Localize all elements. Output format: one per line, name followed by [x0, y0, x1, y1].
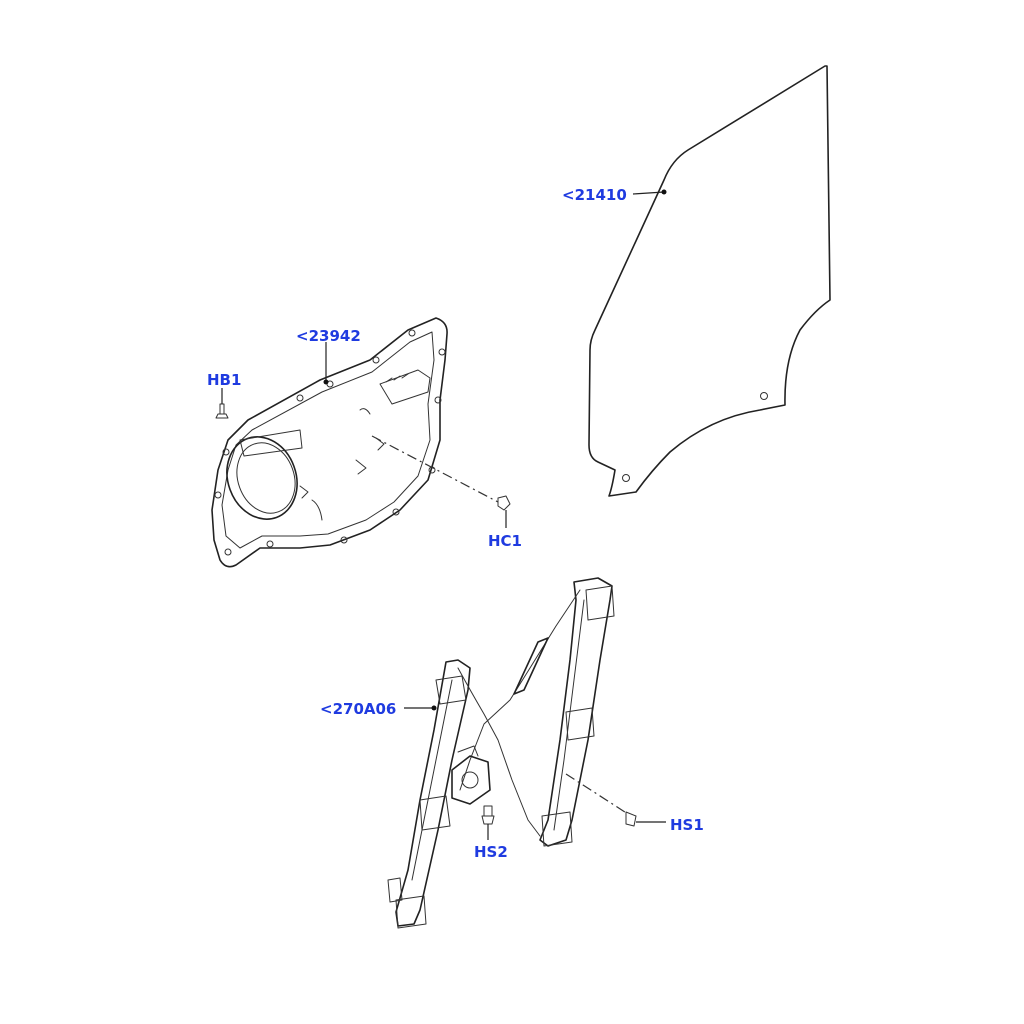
regulator-callout[interactable]: <270A06 [320, 700, 437, 718]
door-module-panel[interactable] [211, 317, 448, 568]
clip-hc1[interactable]: HC1 [371, 435, 522, 550]
panel-callout[interactable]: <23942 [296, 327, 361, 385]
screw-hs1-label[interactable]: HS1 [670, 816, 704, 834]
regulator-motor [451, 745, 491, 805]
window-regulator[interactable] [387, 577, 615, 929]
regulator-part-number[interactable]: <270A06 [320, 700, 396, 718]
speaker-opening [226, 429, 303, 520]
glass-carriers [387, 585, 615, 929]
clip-hc1-label[interactable]: HC1 [488, 532, 522, 550]
panel-part-number[interactable]: <23942 [296, 327, 361, 345]
flange-bolt-holes [214, 329, 446, 556]
door-glass[interactable] [588, 65, 831, 497]
glass-mount-hole [760, 392, 768, 400]
screw-hs2[interactable]: HS2 [474, 805, 508, 861]
glass-part-number[interactable]: <21410 [562, 186, 627, 204]
screw-hs2-label[interactable]: HS2 [474, 843, 508, 861]
glass-mount-hole [622, 474, 630, 482]
bolt-hb1-label[interactable]: HB1 [207, 371, 241, 389]
screw-hs1[interactable]: HS1 [565, 773, 704, 834]
bolt-hb1[interactable]: HB1 [207, 371, 241, 419]
switch-housing [299, 369, 431, 521]
glass-callout[interactable]: <21410 [562, 186, 667, 204]
